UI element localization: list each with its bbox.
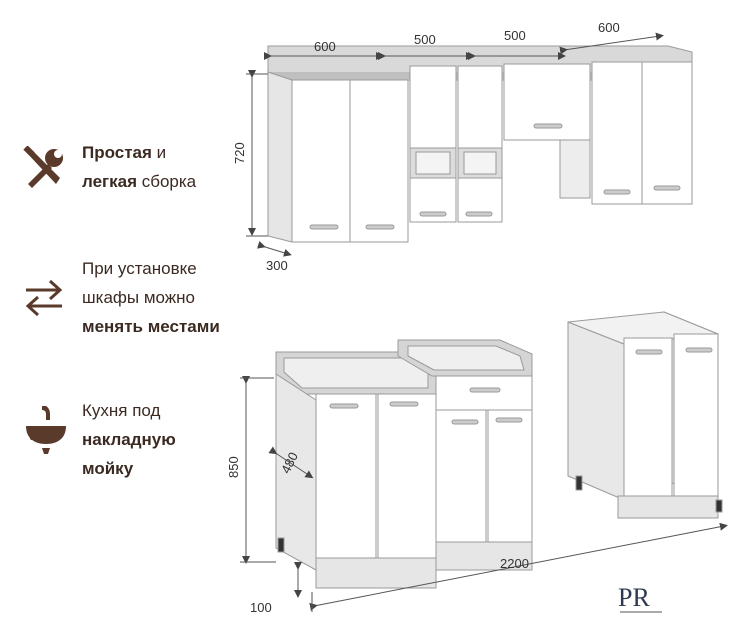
upper-cabinets [267, 45, 693, 243]
dim-top-height: 720 [232, 142, 247, 164]
sink-icon [26, 406, 66, 454]
feature1-text2: сборка [137, 172, 197, 191]
dim-total-width: 2200 [500, 556, 529, 571]
dim-top-w2: 500 [414, 32, 436, 47]
swap-arrows-icon [25, 279, 63, 317]
brand-logo: PR [618, 583, 662, 613]
feature1-text1: и [151, 143, 167, 162]
dim-top-w1: 600 [314, 39, 336, 54]
logo-text: PR [618, 583, 650, 612]
dim-base-height: 850 [226, 456, 241, 478]
feature1-bold2: легкая [82, 172, 137, 191]
feature3-line1: Кухня под [82, 401, 161, 420]
dim-top-w3: 500 [504, 28, 526, 43]
feature-easy-assembly: Простая и легкая сборка [82, 140, 196, 194]
upper-dimensions [246, 32, 664, 257]
feature2-bold3: менять местами [82, 317, 220, 336]
base-dimensions [240, 376, 728, 612]
base-cabinets [275, 311, 723, 589]
feature2-line2: шкафы можно [82, 288, 195, 307]
tools-icon [23, 146, 63, 188]
dim-top-w4: 600 [598, 20, 620, 35]
feature2-line1: При установке [82, 259, 197, 278]
dim-top-depth: 300 [266, 258, 288, 273]
feature1-bold1: Простая [82, 143, 152, 162]
dim-plinth: 100 [250, 600, 272, 615]
feature3-bold2: накладную [82, 430, 176, 449]
feature-overlay-sink: Кухня под накладную мойку [82, 398, 176, 481]
feature-swappable: При установке шкафы можно менять местами [82, 256, 220, 339]
feature3-bold3: мойку [82, 459, 134, 478]
